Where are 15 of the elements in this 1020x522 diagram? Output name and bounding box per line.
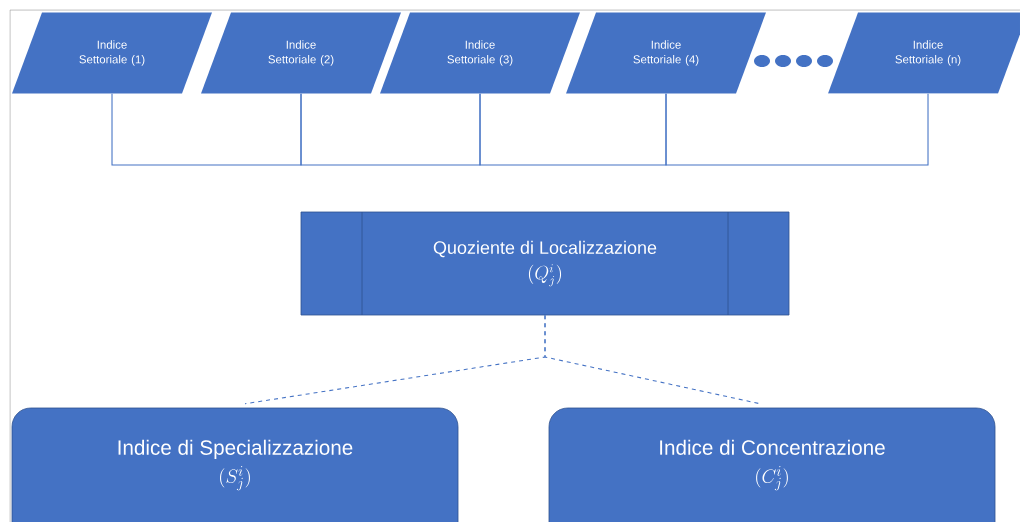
connector-line: [111, 93, 302, 166]
parallelogram: Indice Settoriale (2): [201, 12, 401, 94]
rounded-box: Indice di Concentrazione $(C_j^i)$: [548, 407, 996, 522]
rounded-box: Indice di Specializzazione $(S_j^i)$: [11, 407, 459, 522]
connector-line: [665, 93, 929, 166]
node-label: Indice Settoriale (2): [268, 40, 334, 66]
connector-line: [300, 93, 481, 166]
parallelogram: Indice Settoriale (1): [12, 12, 212, 94]
process-box: Quoziente di Localizzazione $(Q_j^i)$: [300, 211, 790, 316]
node-label: Indice Settoriale (3): [447, 40, 513, 66]
connector-line: [479, 93, 667, 166]
parallelogram: Indice Settoriale (n): [828, 12, 1020, 94]
parallelogram: Indice Settoriale (4): [566, 12, 766, 94]
parallelogram: Indice Settoriale (3): [380, 12, 580, 94]
connector-line: [544, 314, 761, 405]
